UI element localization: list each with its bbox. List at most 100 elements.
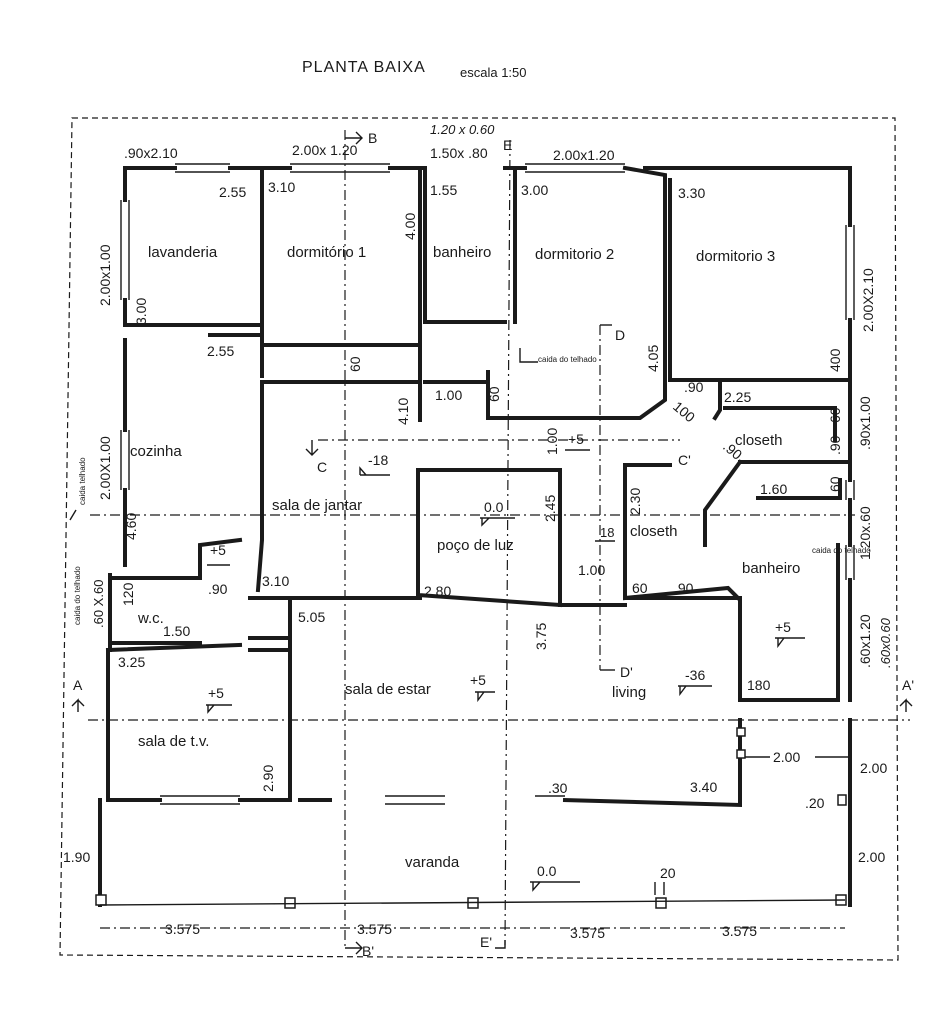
dim-200b: 2.00 xyxy=(860,760,887,776)
room-living: living xyxy=(612,684,646,701)
section-d: D xyxy=(615,327,625,343)
level-wc-top: +5 xyxy=(210,542,226,558)
dim-280: 2.80 xyxy=(424,583,451,599)
dim-60b: 60 xyxy=(486,386,502,402)
level-banheiro-2: +5 xyxy=(775,619,791,635)
plan-title: PLANTA BAIXA xyxy=(302,59,426,76)
roof-outline xyxy=(59,117,899,961)
section-e2: E' xyxy=(480,934,492,950)
dim-90a: .90 xyxy=(684,379,704,395)
room-banheiro-1: banheiro xyxy=(433,244,491,261)
dim-3575b: 3.575 xyxy=(357,921,392,937)
opening-ban-note: 1.20 x 0.60 xyxy=(430,122,495,137)
dim-3575c: 3.575 xyxy=(570,925,605,941)
dim-90d: .90 xyxy=(208,581,228,597)
dim-505: 5.05 xyxy=(298,609,325,625)
walls xyxy=(98,165,852,907)
dim-330: 3.30 xyxy=(678,185,705,201)
dim-160: 1.60 xyxy=(760,481,787,497)
level-hall: +5 xyxy=(568,431,584,447)
dim-190: 1.90 xyxy=(63,849,90,865)
level-living: -36 xyxy=(685,667,705,683)
dim-460: 4.60 xyxy=(123,513,139,540)
dim-100b: 100 xyxy=(670,398,698,425)
dim-410: 4.10 xyxy=(395,398,411,425)
room-varanda: varanda xyxy=(405,854,460,871)
windows xyxy=(120,163,855,805)
section-b: B xyxy=(368,130,377,146)
opening-d2-window: 2.00x1.20 xyxy=(553,147,615,163)
dim-310b: 3.10 xyxy=(262,573,289,589)
opening-right-window: 2.00X2.10 xyxy=(860,268,876,332)
section-a: A xyxy=(73,677,83,693)
dim-30: .30 xyxy=(548,780,568,796)
section-c: C xyxy=(317,459,327,475)
note-caida-telhado-4: caida do telhado xyxy=(812,546,871,555)
dim-230: 2.30 xyxy=(627,488,643,515)
opening-wc-window: .60 X.60 xyxy=(91,580,106,628)
room-sala-estar: sala de estar xyxy=(345,681,431,698)
roof-notes: caida telhado caida do telhado caida do … xyxy=(69,348,871,625)
section-b2: B' xyxy=(362,943,374,959)
room-lavanderia: lavanderia xyxy=(148,244,218,261)
dim-300b: 3.00 xyxy=(133,298,149,325)
room-poco-luz: poço de luz xyxy=(437,537,514,554)
dim-300a: 3.00 xyxy=(521,182,548,198)
room-banheiro-2: banheiro xyxy=(742,560,800,577)
dim-255b: 2.55 xyxy=(207,343,234,359)
dim-340: 3.40 xyxy=(690,779,717,795)
note-caida-telhado: caida telhado xyxy=(78,457,87,505)
note-caida-telhado-2: caida do telhado xyxy=(73,566,82,625)
dim-100c: 1.00 xyxy=(544,428,560,455)
opening-ban2-window2: .60x1.20 xyxy=(857,614,873,668)
section-lines xyxy=(88,130,910,950)
room-wc: w.c. xyxy=(137,610,164,627)
dim-405: 4.05 xyxy=(645,345,661,372)
level-estar: +5 xyxy=(470,672,486,688)
dim-60d: 60 xyxy=(827,476,843,492)
dim-200c: 2.00 xyxy=(858,849,885,865)
room-dormitorio-3: dormitorio 3 xyxy=(696,248,775,265)
level-poco: 0.0 xyxy=(484,499,504,515)
level-ramp: 18 xyxy=(600,525,614,540)
dim-100d: 1.00 xyxy=(578,562,605,578)
dim-90e: .90 xyxy=(674,580,694,596)
opening-ban2-window: 1.20x.60 xyxy=(857,506,873,560)
dim-150: 1.50 xyxy=(163,623,190,639)
opening-ban-window: 1.50x .80 xyxy=(430,145,488,161)
plan-scale: escala 1:50 xyxy=(460,65,527,80)
level-tv: +5 xyxy=(208,685,224,701)
dim-20a: .20 xyxy=(805,795,825,811)
dim-3575a: 3.575 xyxy=(165,921,200,937)
dim-400b: 400 xyxy=(827,348,843,372)
dim-20b: 20 xyxy=(660,865,676,881)
dim-245: 2.45 xyxy=(542,495,558,522)
dim-120a: 120 xyxy=(120,582,136,606)
room-closet-1: closeth xyxy=(735,432,783,449)
room-closet-2: closeth xyxy=(630,523,678,540)
dim-375: 3.75 xyxy=(533,623,549,650)
pillars xyxy=(95,727,847,909)
room-sala-tv: sala de t.v. xyxy=(138,733,209,750)
level-jantar: -18 xyxy=(368,452,388,468)
opening-d1-window: 2.00x 1.20 xyxy=(292,142,358,158)
opening-right-note: .60x0.60 xyxy=(878,617,893,668)
room-sala-jantar: sala de jantar xyxy=(272,497,362,514)
section-e: E xyxy=(503,137,512,153)
opening-left-window: 2.00x1.00 xyxy=(97,244,113,306)
opening-closet-window: .90x1.00 xyxy=(857,396,873,450)
note-caida-telhado-3: caida do telhado xyxy=(538,355,597,364)
level-marks: -18 0.0 +5 +5 +5 +5 -36 +5 18 0.0 xyxy=(206,431,805,892)
level-varanda: 0.0 xyxy=(537,863,557,879)
section-d2: D' xyxy=(620,664,633,680)
dim-60a: 60 xyxy=(347,356,363,372)
dimension-labels: 2.55 3.10 4.00 1.55 3.00 3.30 3.00 2.55 … xyxy=(63,179,887,941)
section-markers: A A' B B' C C' D D' E E' xyxy=(71,130,914,959)
dim-310a: 3.10 xyxy=(268,179,295,195)
section-a2: A' xyxy=(902,677,914,693)
opening-lav-window: .90x2.10 xyxy=(124,145,178,161)
room-dormitorio-1: dormitório 1 xyxy=(287,244,366,261)
dim-100a: 1.00 xyxy=(435,387,462,403)
dim-225: 2.25 xyxy=(724,389,751,405)
